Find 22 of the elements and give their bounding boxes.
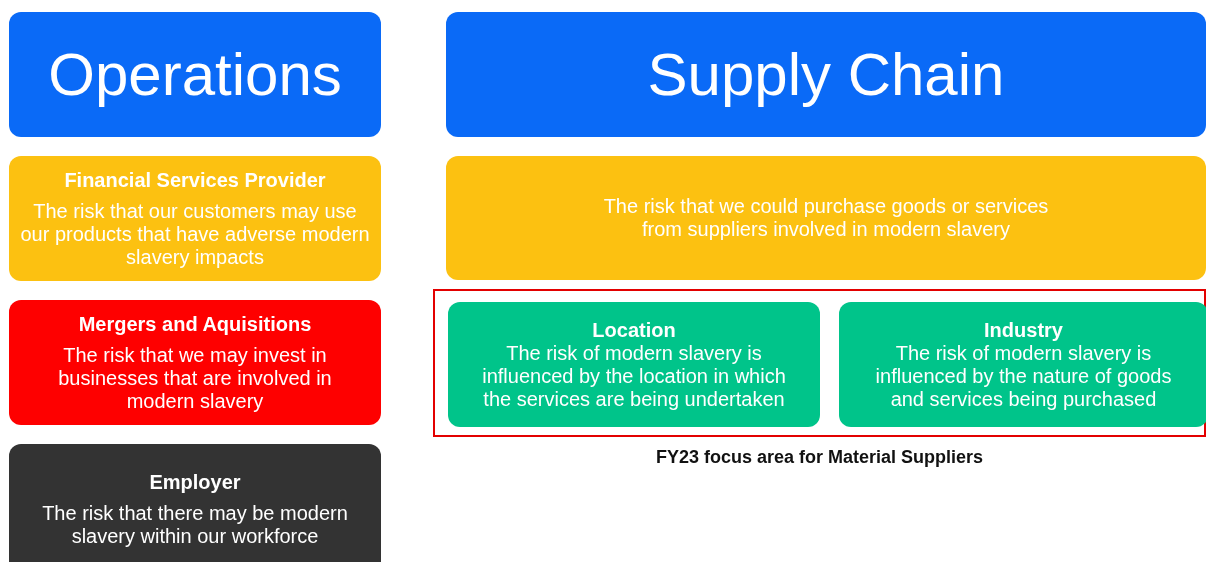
risk-card [9, 156, 381, 281]
header-title: Operations [48, 39, 342, 110]
header-title: Supply Chain [647, 39, 1005, 110]
risk-card [446, 156, 1206, 280]
header-box [9, 12, 381, 137]
risk-card [839, 302, 1206, 427]
risk-title: Employer [149, 470, 241, 494]
risk-description: The risk of modern slavery is influenced by the location in which the services are being undertaken [481, 341, 787, 411]
risk-card [9, 300, 381, 425]
risk-title: Financial Services Provider [64, 168, 326, 192]
risk-description: The risk that our customers may use our products that have adverse modern slavery impacts [19, 199, 371, 269]
risk-title: Location [592, 318, 676, 342]
risk-title: Mergers and Aquisitions [78, 312, 312, 336]
risk-description: The risk that we could purchase goods or services from suppliers involved in modern slavery [602, 195, 1050, 241]
risk-card [448, 302, 820, 427]
risk-description: The risk that we may invest in businesses that are involved in modern slavery [57, 343, 333, 413]
risk-description: The risk that there may be modern slavery within our workforce [41, 501, 349, 548]
risk-card [9, 444, 381, 562]
node-label: FY23 focus area for Material Suppliers [654, 447, 985, 468]
header-box [446, 12, 1206, 137]
risk-title: Industry [984, 318, 1063, 342]
risk-description: The risk of modern slavery is influenced by the nature of goods and services being purchased [874, 341, 1173, 411]
